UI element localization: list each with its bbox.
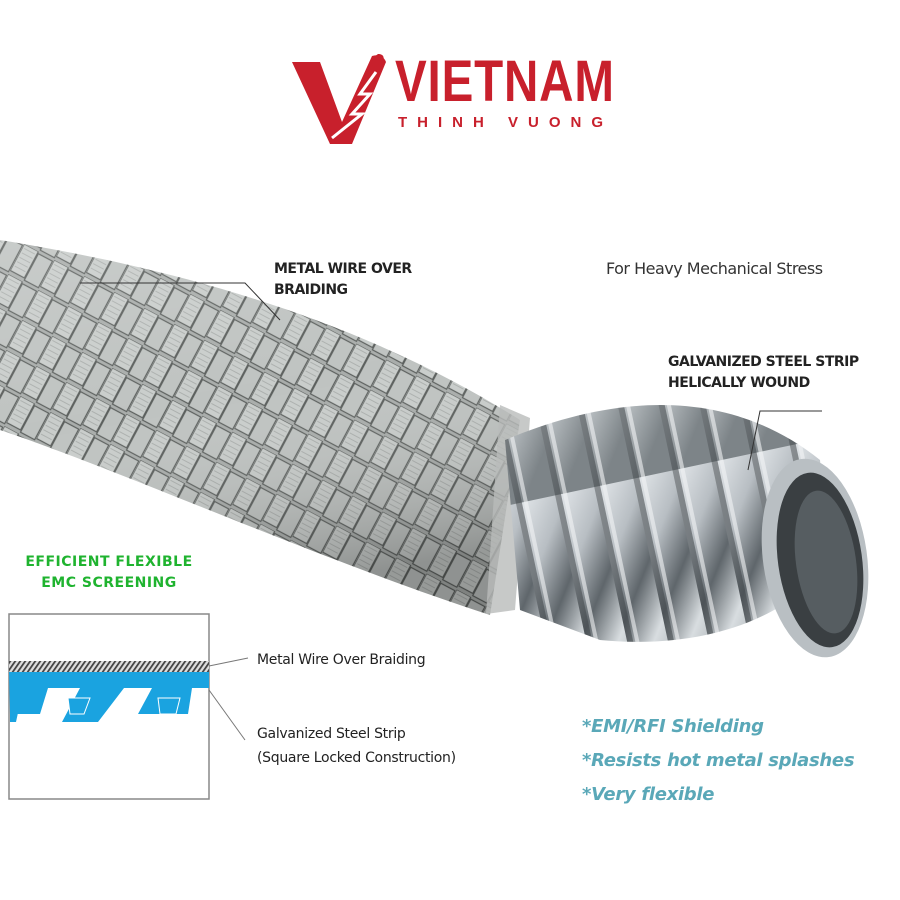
strip-leader-line xyxy=(747,410,822,471)
logo-subtitle: THINH VUONG xyxy=(398,114,613,131)
feature-list: *EMI/RFI Shielding *Resists hot metal sp… xyxy=(582,710,855,812)
strip-legend-line2: (Square Locked Construction) xyxy=(257,750,456,766)
strip-legend-line1: Galvanized Steel Strip xyxy=(257,726,406,742)
braid-leader-line xyxy=(80,282,281,321)
braiding-callout-line1: METAL WIRE OVER xyxy=(274,261,412,277)
stress-heading: For Heavy Mechanical Stress xyxy=(606,259,823,278)
feature-item: *EMI/RFI Shielding xyxy=(582,716,764,737)
strip-callout-line2: HELICALLY WOUND xyxy=(668,375,810,391)
brand-logo: VIETNAM THINH VUONG xyxy=(290,49,620,144)
strip-callout: GALVANIZED STEEL STRIP HELICALLY WOUND xyxy=(668,352,859,394)
feature-item: *Resists hot metal splashes xyxy=(582,750,855,771)
v-wrench-lightning-icon xyxy=(292,54,386,144)
braid-legend-label: Metal Wire Over Braiding xyxy=(257,652,426,668)
strip-callout-line1: GALVANIZED STEEL STRIP xyxy=(668,354,859,370)
emc-heading-line2: EMC SCREENING xyxy=(41,575,177,591)
logo-title: VIETNAM xyxy=(395,49,615,114)
cross-section-diagram xyxy=(8,613,249,800)
braiding-callout: METAL WIRE OVER BRAIDING xyxy=(274,259,412,301)
emc-heading: EFFICIENT FLEXIBLE EMC SCREENING xyxy=(14,552,204,594)
emc-heading-line1: EFFICIENT FLEXIBLE xyxy=(25,554,193,570)
braiding-callout-line2: BRAIDING xyxy=(274,282,348,298)
strip-legend-label: Galvanized Steel Strip (Square Locked Co… xyxy=(257,722,456,770)
feature-item: *Very flexible xyxy=(582,784,715,805)
